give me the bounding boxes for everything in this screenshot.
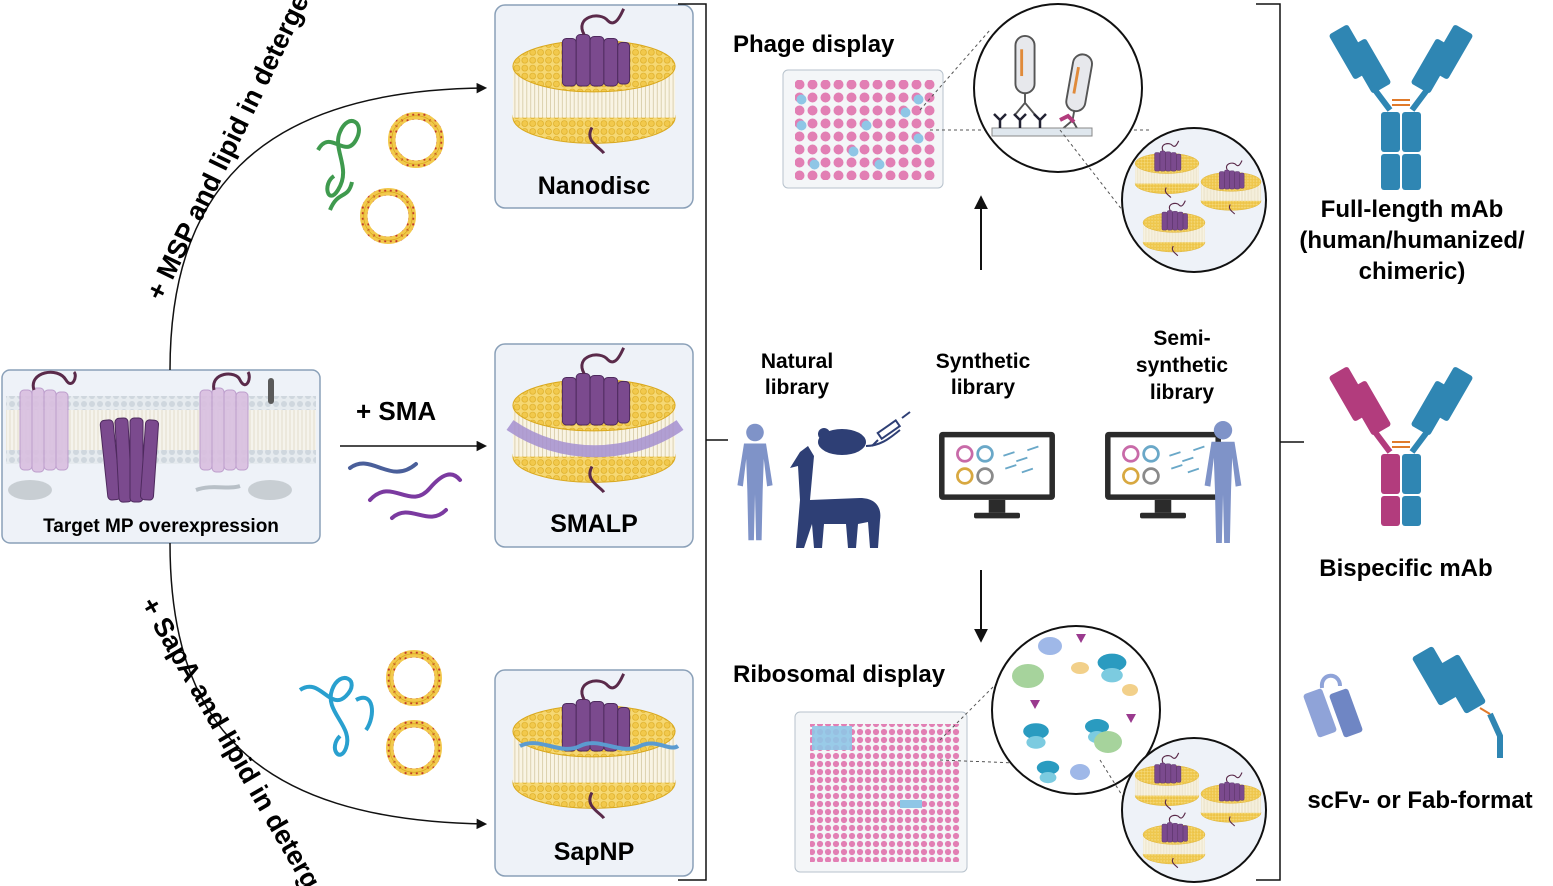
- scfv-fab-label: scFv- or Fab-format: [1307, 787, 1532, 814]
- phage-display-label: Phage display: [733, 31, 895, 58]
- natural-library-icon: [737, 411, 911, 548]
- scfv-icon: [1303, 673, 1363, 738]
- ribosome-target-zoom: [1099, 737, 1267, 883]
- computer-monitor-icon: [937, 430, 1057, 520]
- nanodisc-panel: Nanodisc: [494, 4, 694, 209]
- ribosomal-display-label: Ribosomal display: [733, 661, 946, 688]
- arrow-to-nanodisc: [169, 82, 488, 371]
- sapnp-label: SapNP: [554, 838, 635, 866]
- nanodisc-label: Nanodisc: [538, 172, 651, 200]
- natural-library-label-2: library: [765, 376, 830, 399]
- bracket-libraries: [1256, 3, 1281, 881]
- semi-synthetic-library-label-3: library: [1150, 381, 1215, 404]
- sapnp-panel: SapNP: [494, 669, 694, 877]
- liposome-icon: [392, 116, 441, 165]
- smalp-label: SMALP: [550, 510, 638, 538]
- membrane-icon: [6, 370, 316, 503]
- sma-polymer-icon: [348, 461, 462, 520]
- phage-zoom-circle: [919, 3, 1150, 173]
- antibody-icon: [1329, 25, 1473, 190]
- computer-monitor-icon: [1103, 430, 1223, 520]
- antibody-icon: [1329, 367, 1473, 526]
- semi-synthetic-library-icon: [1103, 421, 1242, 543]
- phage-target-zoom: [1059, 127, 1267, 273]
- arrow-to-sapnp: [169, 542, 488, 830]
- llama-icon: [790, 446, 881, 548]
- synthetic-library-label-2: library: [951, 376, 1016, 399]
- semi-synthetic-library-label-2: synthetic: [1136, 354, 1229, 377]
- sapa-protein-icon: [298, 676, 374, 757]
- full-length-mab-label-3: chimeric): [1359, 258, 1466, 285]
- liposome-icon: [364, 192, 413, 241]
- synthetic-library-label-1: Synthetic: [936, 350, 1031, 373]
- well-plate-icon: [794, 711, 968, 873]
- bispecific-mab-label: Bispecific mAb: [1319, 555, 1492, 582]
- msp-label: + MSP and lipid in detergent: [140, 0, 326, 305]
- natural-library-label-1: Natural: [761, 350, 833, 373]
- semi-synthetic-library-label-1: Semi-: [1153, 327, 1210, 350]
- msp-protein-icon: [316, 119, 361, 211]
- full-length-mab-label-1: Full-length mAb: [1321, 196, 1504, 223]
- liposome-icon: [390, 724, 439, 773]
- sma-label: + SMA: [356, 396, 436, 426]
- human-figure-icon: [737, 423, 773, 541]
- target-mp-panel: Target MP overexpression: [1, 369, 321, 544]
- liposome-icon: [390, 654, 439, 703]
- fab-icon: [1412, 646, 1503, 758]
- mouse-icon: [818, 428, 901, 455]
- sapa-label: + SapA and lipid in detergent: [135, 592, 347, 886]
- full-length-mab-label-2: (human/humanized/: [1299, 227, 1525, 254]
- ribosome-zoom-circle: [939, 625, 1191, 795]
- smalp-panel: SMALP: [494, 343, 694, 548]
- bracket-panels: [678, 3, 707, 881]
- syringe-icon: [871, 411, 911, 447]
- target-mp-label: Target MP overexpression: [43, 516, 279, 537]
- well-plate-icon: [782, 69, 944, 189]
